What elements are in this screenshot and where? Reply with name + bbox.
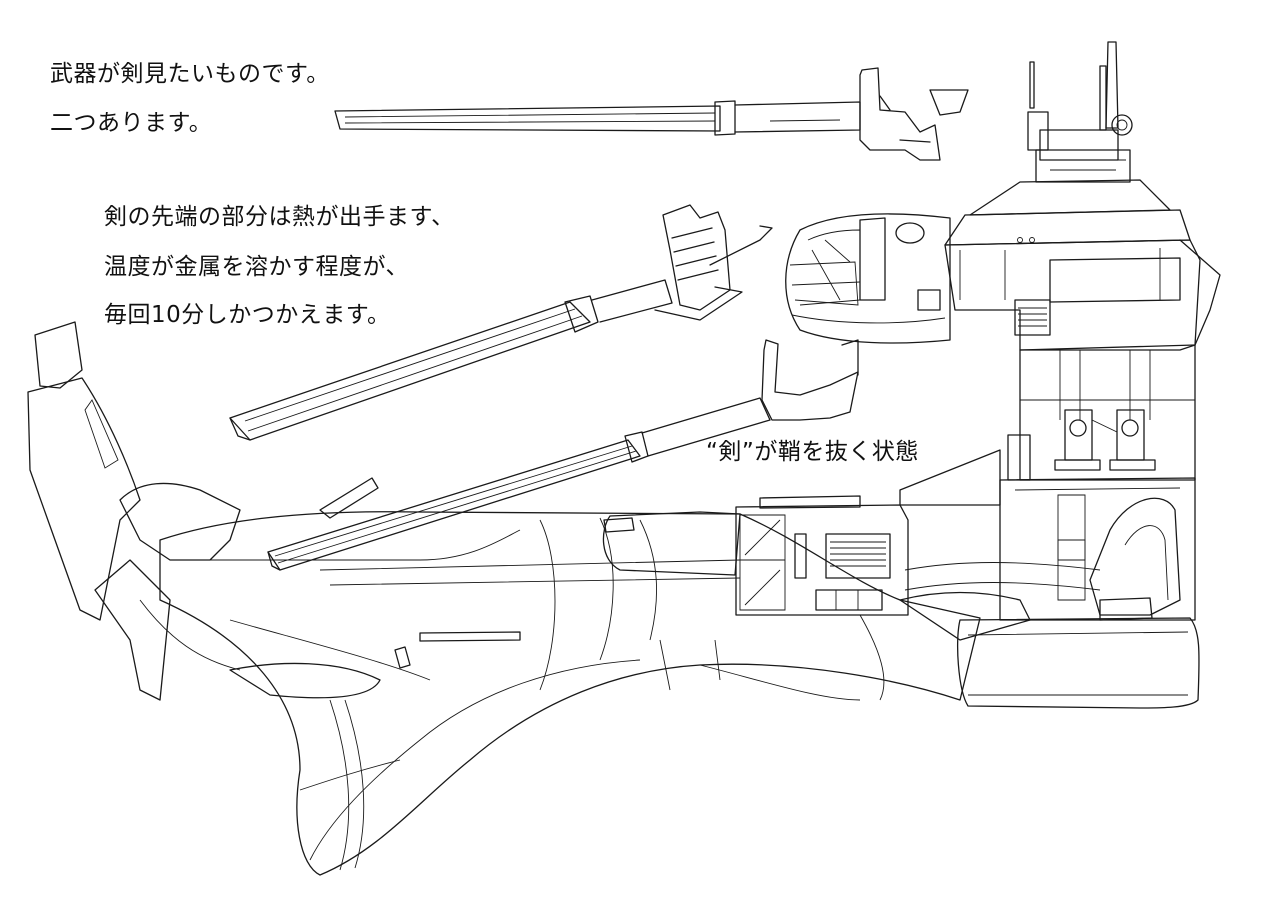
blade-note-line-3: 毎回10分しかつかえます。: [104, 302, 391, 328]
sword-lower-drawing: [268, 340, 858, 570]
blade-note-line-1: 剣の先端の部分は熱が出手ます、: [104, 204, 455, 230]
sword-middle-drawing: [230, 205, 772, 440]
weapon-note-line-2: 二つあります。: [50, 110, 213, 136]
mecha-arm-drawing: [28, 322, 1199, 875]
unsheathed-caption: “剣”が鞘を抜く状態: [706, 439, 919, 465]
weapon-note-line-1: 武器が剣見たいものです。: [50, 61, 330, 87]
blade-note-line-2: 温度が金属を溶かす程度が、: [104, 254, 410, 280]
sword-top-drawing: [335, 68, 968, 160]
mecha-torso-drawing: [786, 42, 1220, 620]
